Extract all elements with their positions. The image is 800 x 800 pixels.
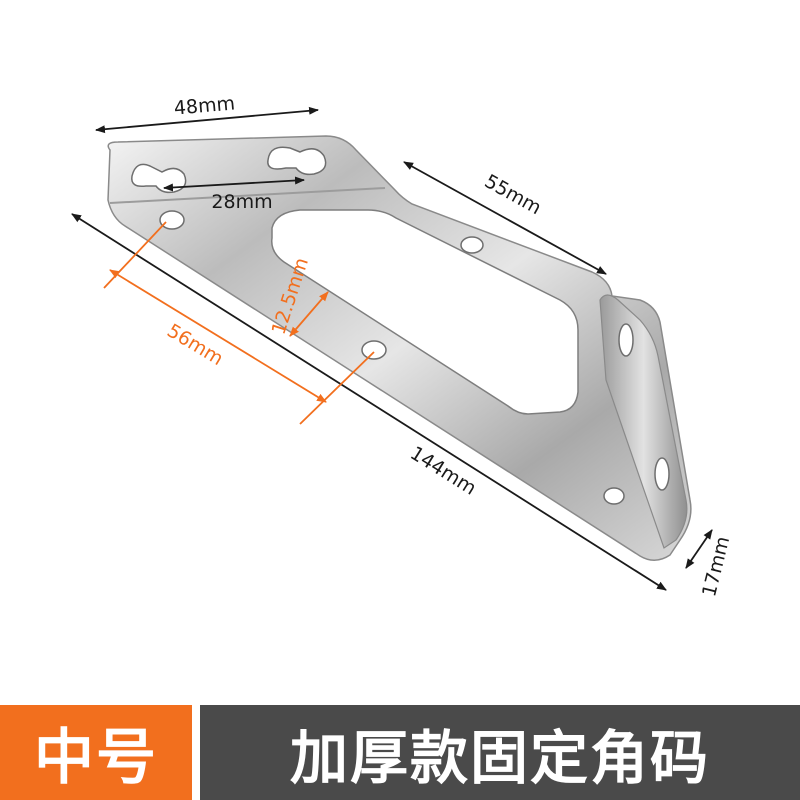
dim-label-28: 28mm [211,191,272,213]
product-title: 加厚款固定角码 [200,705,800,800]
dim-label-55: 55mm [481,170,545,219]
hole-2 [460,236,484,254]
product-scene: 48mm 28mm 55mm 144mm 17mm 56mm 12.5mm [71,92,734,599]
lip-hole-1 [618,323,634,357]
dim-line-12-5 [289,291,329,337]
dim-line-56 [109,269,327,403]
size-badge: 中号 [0,705,192,800]
dim-guide-56-a [103,221,167,289]
keyhole-slot-right [267,146,327,176]
dim-label-56: 56mm [163,320,227,370]
hole-3 [361,340,387,360]
dim-line-28 [163,176,305,192]
dimension-lines [71,106,713,591]
dim-line-48 [95,106,319,134]
hole-1 [159,210,185,230]
bracket-fold [109,187,386,204]
hole-4 [603,487,625,505]
bottom-banner: 中号 加厚款固定角码 [0,705,800,800]
lip-hole-2 [654,457,670,491]
dim-label-144: 144mm [406,442,480,499]
dim-line-17 [685,529,713,569]
dim-label-48: 48mm [173,92,236,119]
dim-guide-56-b [299,351,375,425]
